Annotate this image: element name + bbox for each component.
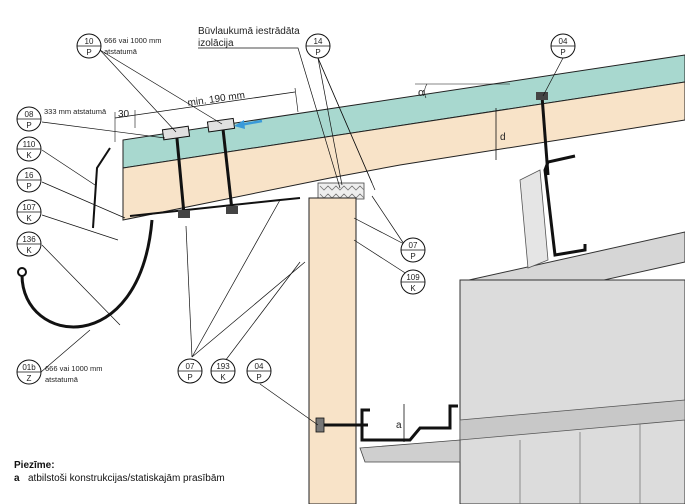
callout-07-P-right: 07 P — [400, 237, 426, 263]
svg-text:P: P — [26, 182, 31, 191]
svg-text:04: 04 — [255, 362, 264, 371]
alpha-label: α — [418, 87, 425, 99]
svg-text:K: K — [410, 284, 416, 293]
dim-a-label: a — [396, 420, 402, 431]
svg-text:109: 109 — [406, 273, 420, 282]
purlin-support — [519, 169, 549, 269]
drawing-note: Piezīme: a atbilstoši konstrukcijas/stati… — [14, 459, 225, 485]
drip-flashing — [92, 147, 111, 229]
half-round-gutter — [20, 219, 154, 329]
svg-text:04: 04 — [559, 37, 568, 46]
callout-110-K: 110 K — [16, 136, 42, 162]
wall-lower-band — [459, 399, 685, 441]
roof-screw-1 — [161, 125, 191, 218]
roof-panel — [122, 54, 685, 169]
svg-text:07: 07 — [409, 241, 418, 250]
svg-text:P: P — [315, 48, 320, 57]
svg-text:107: 107 — [22, 203, 36, 212]
roof-screw-2 — [206, 117, 238, 214]
svg-text:P: P — [26, 121, 31, 130]
svg-text:P: P — [86, 48, 91, 57]
svg-text:Z: Z — [27, 374, 32, 383]
svg-text:08: 08 — [25, 110, 34, 119]
callout-107-K: 107 K — [16, 199, 42, 225]
svg-text:136: 136 — [22, 235, 36, 244]
svg-text:K: K — [26, 246, 32, 255]
roof-screw-3 — [536, 92, 550, 176]
svg-text:07: 07 — [186, 362, 195, 371]
svg-text:K: K — [26, 151, 32, 160]
wood-column — [308, 197, 357, 504]
callout-109-K: 109 K — [400, 269, 426, 295]
dim-min190-label: min. 190 mm — [187, 90, 246, 109]
svg-text:666 vai 1000 mm: 666 vai 1000 mm — [45, 364, 103, 373]
dim-line-min190 — [114, 91, 296, 119]
callout-04-P-lower: 04 P — [246, 358, 272, 384]
note-text: atbilstoši konstrukcijas/statiskajām pra… — [28, 473, 225, 484]
callout-04-P-upper: 04 P — [550, 33, 576, 59]
lower-gutter — [359, 439, 461, 463]
svg-text:01b: 01b — [22, 363, 36, 372]
dim-d-label: d — [500, 132, 506, 143]
svg-text:333 mm atstatumā: 333 mm atstatumā — [44, 107, 107, 116]
svg-text:16: 16 — [25, 171, 34, 180]
callout-136-K: 136 K — [16, 231, 42, 257]
svg-text:K: K — [26, 214, 32, 223]
lower-beam-profile — [360, 404, 458, 442]
callout-01b-Z: 01b Z 666 vai 1000 mm atstatumā — [16, 359, 103, 385]
leader-lines — [41, 49, 564, 426]
svg-text:P: P — [410, 252, 415, 261]
callout-07-P-lower: 07 P — [177, 358, 203, 384]
svg-text:P: P — [560, 48, 565, 57]
purlin-profile — [543, 154, 587, 257]
svg-text:atstatumā: atstatumā — [45, 375, 79, 384]
callout-08-P: 08 P 333 mm atstatumā — [16, 106, 107, 132]
note-title: Piezīme: — [14, 460, 55, 471]
svg-text:193: 193 — [216, 362, 230, 371]
svg-text:110: 110 — [23, 140, 36, 149]
building-wall — [459, 279, 685, 504]
svg-text:10: 10 — [85, 37, 94, 46]
callout-193-K: 193 K — [210, 358, 236, 384]
svg-text:666 vai 1000 mm: 666 vai 1000 mm — [104, 36, 162, 45]
insulation-label-line1: Būvlaukumā iestrādāta — [198, 26, 300, 37]
note-key: a — [14, 473, 20, 484]
svg-text:P: P — [256, 373, 261, 382]
svg-text:atstatumā: atstatumā — [104, 47, 138, 56]
callout-10-P: 10 P 666 vai 1000 mm atstatumā — [76, 33, 162, 59]
svg-text:P: P — [187, 373, 192, 382]
callout-16-P: 16 P — [16, 167, 42, 193]
insulation-label-line2: izolācija — [198, 38, 234, 49]
svg-text:K: K — [220, 373, 226, 382]
callout-14-P: 14 P — [305, 33, 331, 59]
svg-text:14: 14 — [314, 37, 323, 46]
dim-30-label: 30 — [118, 109, 130, 120]
